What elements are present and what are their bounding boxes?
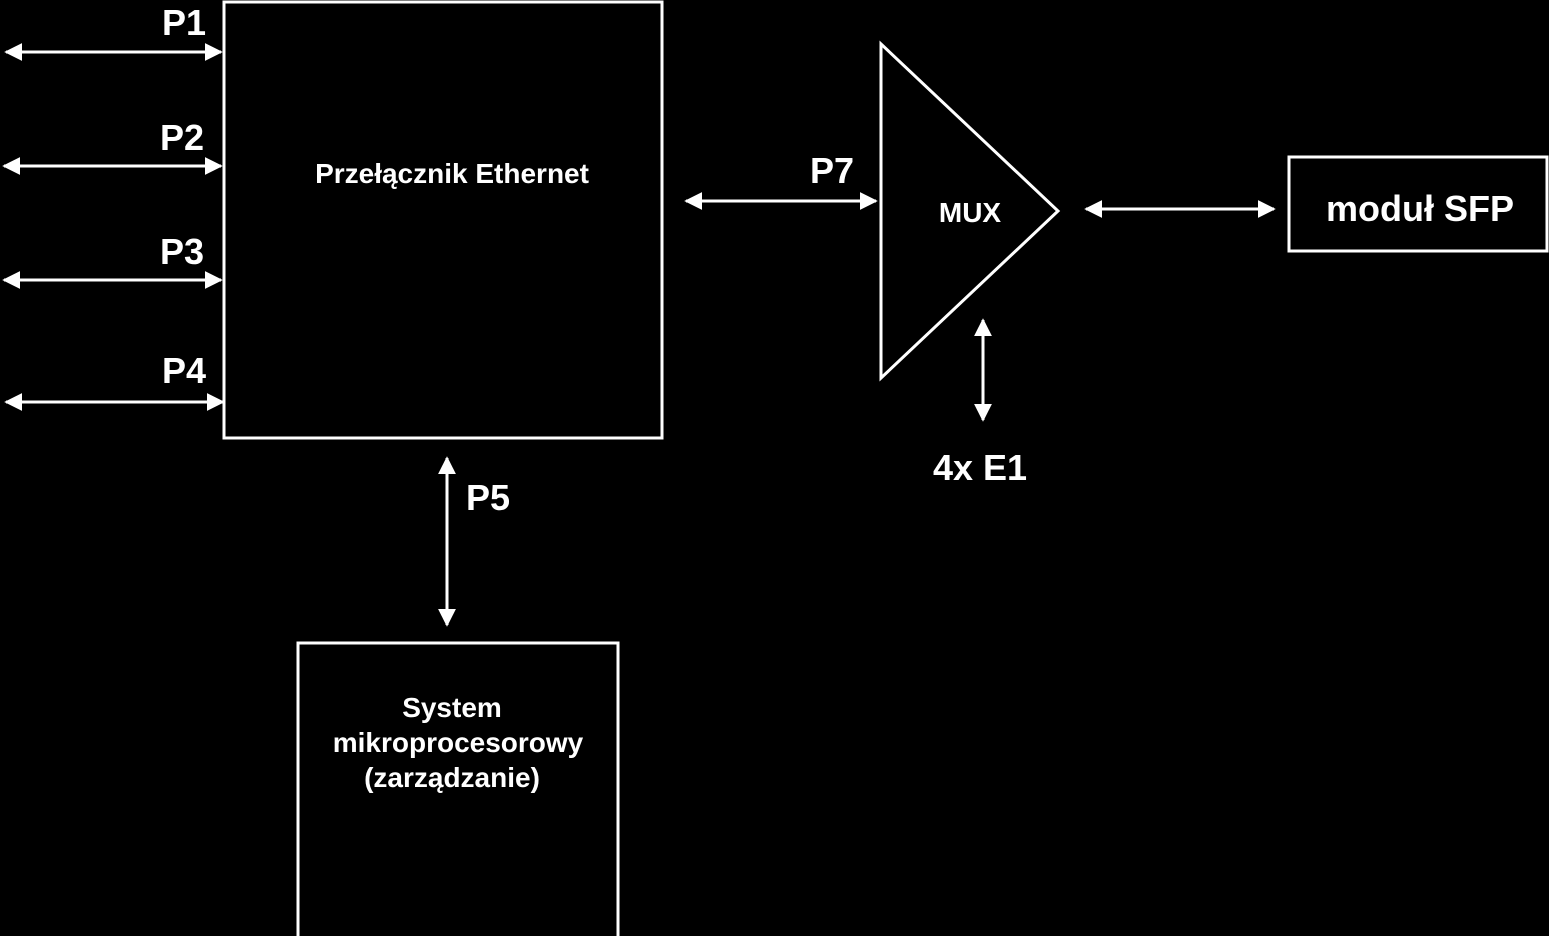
p1-label: P1 bbox=[162, 2, 206, 43]
p4-label: P4 bbox=[162, 350, 206, 391]
mux-triangle bbox=[879, 40, 1061, 382]
microprocessor-block bbox=[296, 641, 620, 936]
cpu-label-line3: (zarządzanie) bbox=[364, 762, 540, 793]
cpu-label-line2: mikroprocesorowy bbox=[333, 727, 584, 758]
sfp-module-block bbox=[1287, 155, 1549, 253]
sfp-module-label: moduł SFP bbox=[1326, 188, 1514, 229]
p5-label: P5 bbox=[466, 477, 510, 518]
mux-label: MUX bbox=[939, 197, 1002, 228]
cpu-label-line1: System bbox=[402, 692, 502, 723]
p2-label: P2 bbox=[160, 117, 204, 158]
ethernet-switch-label: Przełącznik Ethernet bbox=[315, 158, 589, 189]
ethernet-switch-block bbox=[222, 0, 664, 440]
p7-label: P7 bbox=[810, 150, 854, 191]
e1-label: 4x E1 bbox=[933, 447, 1027, 488]
p3-label: P3 bbox=[160, 231, 204, 272]
